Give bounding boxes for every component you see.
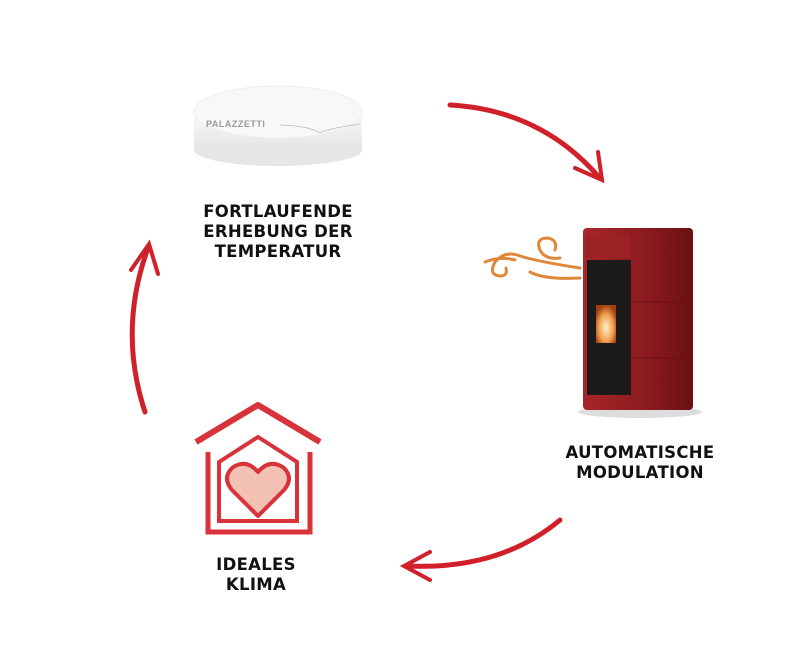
label-line: AUTOMATISCHE [565,443,715,462]
label-line: IDEALES [216,555,296,574]
step-label-modulation: AUTOMATISCHE MODULATION [540,443,740,483]
pellet-stove-image [578,228,702,418]
arrow-sensor-to-stove [447,102,605,184]
label-line: KLIMA [225,575,287,594]
arrow-home-to-sensor [129,239,160,415]
sensor-brand-logo: PALAZZETTI [206,119,265,129]
arrow-stove-to-home [399,517,563,582]
label-line: MODULATION [576,463,704,482]
step-label-climate: IDEALES KLIMA [156,555,356,595]
label-line: ERHEBUNG DER [203,222,353,241]
home-heart-icon [194,402,322,535]
label-line: TEMPERATUR [214,242,342,261]
warm-air-icon [483,236,582,280]
temperature-sensor-image: PALAZZETTI [193,85,363,166]
step-label-temperature: FORTLAUFENDE ERHEBUNG DER TEMPERATUR [178,202,378,262]
label-line: FORTLAUFENDE [203,202,353,221]
